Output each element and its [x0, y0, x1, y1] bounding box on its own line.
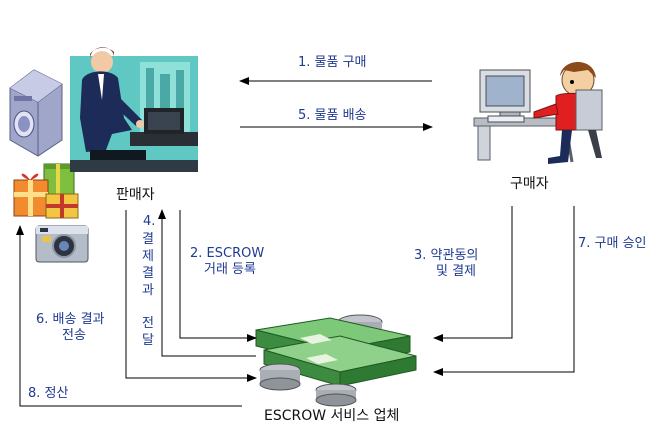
step-4-number: 4. [143, 214, 156, 229]
step-2-label-line2: 거래 등록 [204, 262, 256, 277]
arrow-step-3 [433, 206, 513, 342]
washing-machine-icon [9, 69, 63, 157]
step-8-label: 8. 정산 [28, 386, 69, 401]
arrow-step-2 [179, 210, 257, 342]
seller-label: 판매자 [116, 187, 155, 203]
step-4-label-column2: 전달 [142, 316, 154, 348]
step-7-label: 7. 구매 승인 [578, 236, 647, 251]
camera-icon [35, 225, 89, 263]
step-5-label: 5. 물품 배송 [298, 108, 367, 123]
step-3-label-line2: 및 결제 [436, 264, 477, 279]
gift-boxes-icon [13, 163, 79, 219]
escrow-label: ESCROW 서비스 업체 [264, 408, 400, 424]
step-4-label-column1: 결제결과 [142, 232, 154, 298]
step-2-label-line1: 2. ESCROW [190, 246, 265, 261]
step-3-label-line1: 3. 약관동의 [414, 248, 479, 263]
arrow-step-8 [16, 225, 242, 407]
arrow-step-6 [125, 210, 257, 382]
buyer-label: 구매자 [510, 176, 549, 192]
step-6-label-line1: 6. 배송 결과 [36, 312, 105, 327]
seller-at-computer-icon [70, 47, 198, 172]
arrow-step-7 [433, 206, 575, 376]
money-stack-icon [255, 314, 417, 407]
flow-arrows [16, 77, 575, 407]
step-1-label: 1. 물품 구매 [298, 55, 367, 70]
arrow-step-4 [158, 209, 256, 357]
step-6-label-line2: 전송 [62, 328, 86, 343]
buyer-at-computer-icon [473, 62, 603, 164]
